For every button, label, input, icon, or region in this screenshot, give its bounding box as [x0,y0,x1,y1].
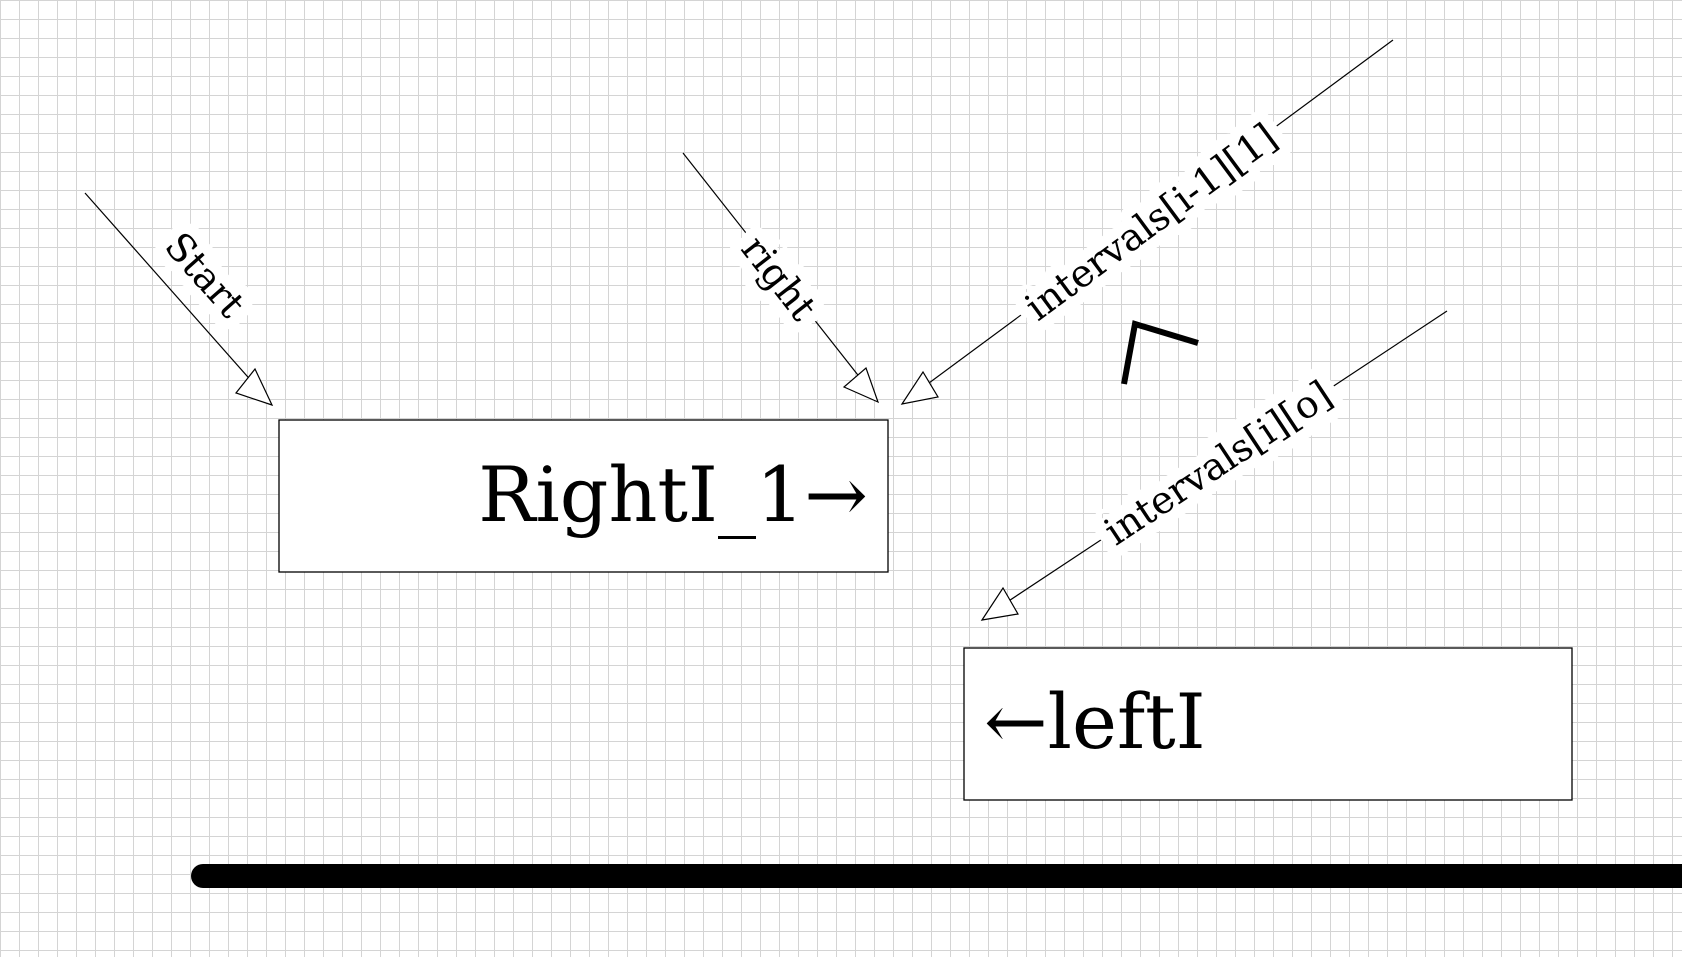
edge-prev-end-label: intervals[i-1][1] [1017,115,1285,329]
left-interval-box-rect [963,647,1573,801]
edge-prev-end-arrowhead [900,370,939,405]
edge-start-label: Start [156,224,253,326]
edge-start[interactable]: Start Start [84,192,274,407]
edge-right[interactable]: right right [682,152,880,404]
edge-start-arrowhead [234,367,274,407]
left-interval-box[interactable]: ←leftI [963,647,1573,801]
edge-curr-start-label: intervals[i][o] [1096,372,1339,554]
edge-prev-end-line [905,39,1394,401]
edge-start-line [84,192,271,403]
edge-right-line [682,152,877,399]
edge-right-label: right [733,227,826,328]
edge-right-arrowhead [842,366,880,404]
edge-curr-start[interactable]: intervals[i][o] intervals[i][o] [980,310,1448,621]
edge-curr-start-line [985,310,1448,617]
left-interval-box-text: ←leftI [984,677,1206,766]
edge-prev-end[interactable]: intervals[i-1][1] intervals[i-1][1] [900,39,1394,405]
right-interval-box-text: RightI_1→ [478,450,868,539]
edge-curr-start-arrowhead [980,586,1019,621]
right-interval-box[interactable]: RightI_1→ [278,419,889,573]
right-interval-box-rect [278,419,889,573]
caret-mark [1121,320,1199,385]
